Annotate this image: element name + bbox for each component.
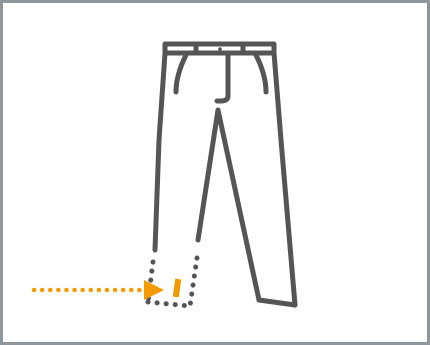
dotted-arrow-icon (34, 280, 164, 300)
arrow-head (144, 280, 164, 300)
trousers-icon (155, 44, 295, 305)
dotted-right-side (190, 258, 197, 306)
fly (217, 55, 228, 101)
right-leg-hem (259, 300, 295, 305)
left-leg-outer (155, 53, 165, 250)
dotted-hem (148, 302, 190, 306)
inseam (198, 110, 259, 300)
waist-button (218, 47, 222, 51)
dotted-leg-extension (148, 258, 197, 306)
right-leg-outer (274, 53, 295, 305)
left-pocket (176, 55, 186, 92)
right-pocket (256, 55, 266, 92)
hem-marker-icon (173, 279, 181, 298)
